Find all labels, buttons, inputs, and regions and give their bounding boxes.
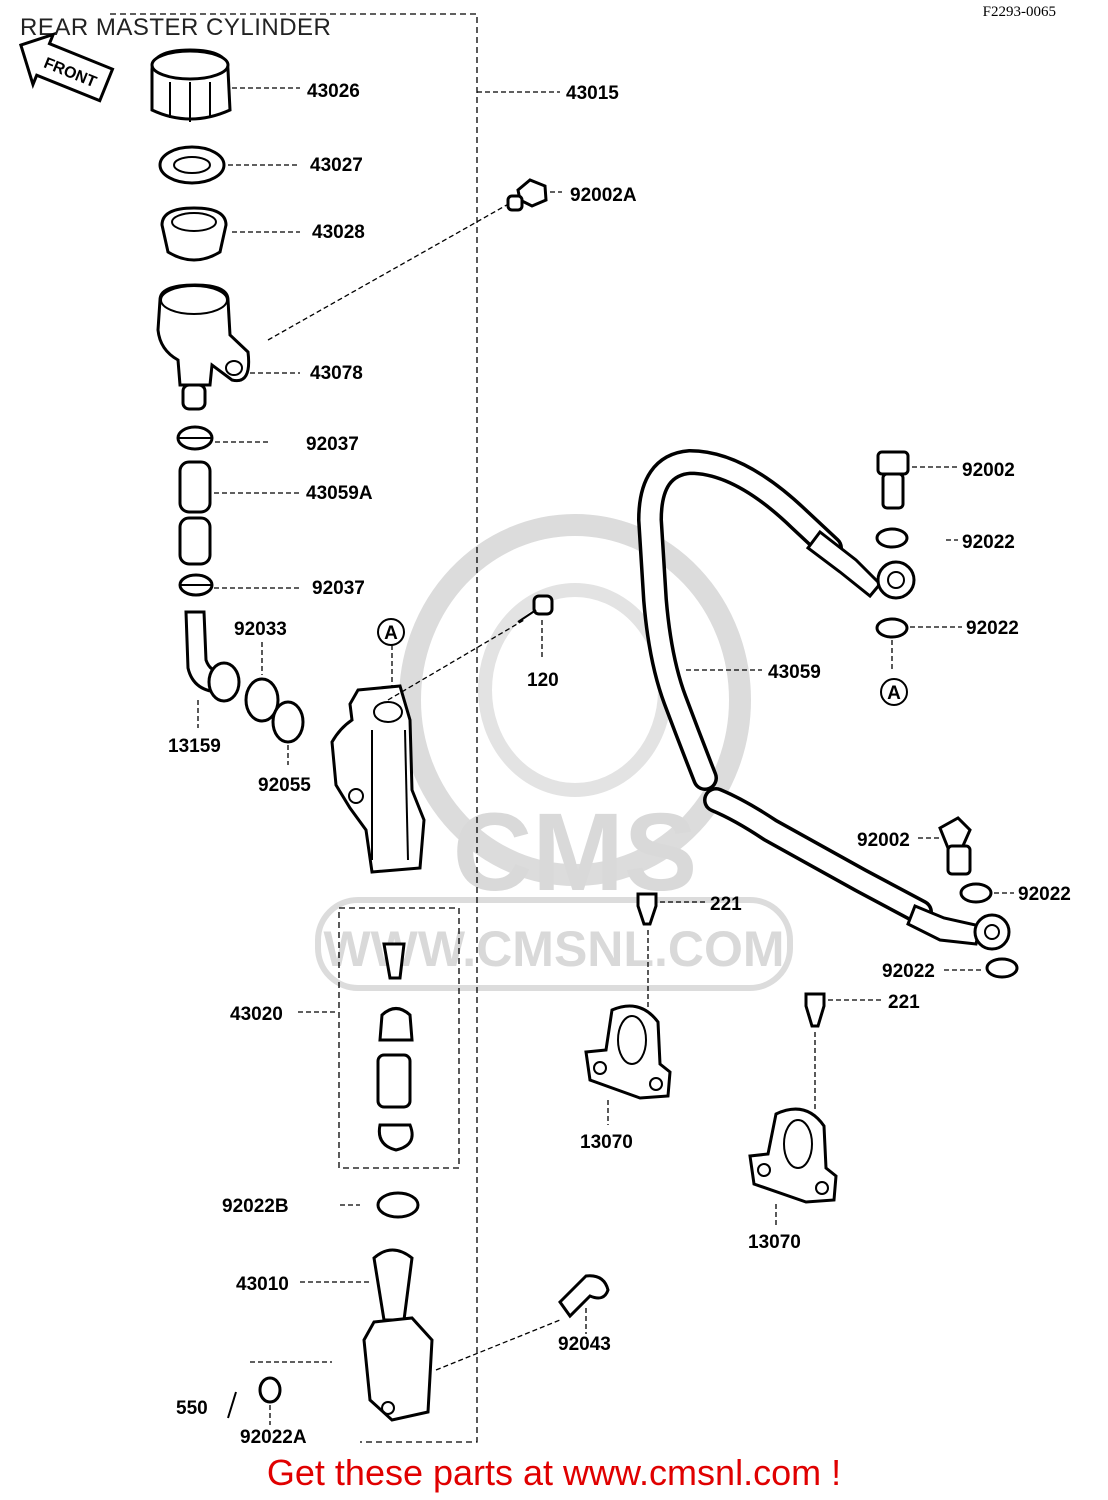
reservoir-43078 [156,283,251,411]
piston-kit-parts [376,942,414,1152]
washer-92022-mid [959,882,993,904]
clevis-pin-92043 [558,1274,610,1319]
cotter-pin-550 [227,1391,237,1419]
o-ring-92055 [271,700,305,744]
reservoir-cap-43026 [150,48,232,122]
callout-13070-right: 13070 [748,1232,801,1253]
bolt-120 [517,594,554,623]
clamp-92037-upper [176,425,214,451]
callout-92002-upper: 92002 [962,460,1015,481]
washer-92022-upper [875,527,909,549]
page-title: REAR MASTER CYLINDER [20,14,332,41]
watermark-logo: CMS [453,791,697,914]
clamp-92037-lower [178,573,214,597]
callout-a-left: A [384,623,398,644]
push-rod-43010 [362,1248,434,1422]
reference-mark-a-left [377,618,405,646]
diaphragm-plate-43027 [158,145,226,185]
banjo-bolt-92002-upper [876,450,910,510]
callout-43027: 43027 [310,155,363,176]
piston-kit-box-43020 [338,907,460,1169]
callout-43026: 43026 [307,81,360,102]
callout-43059: 43059 [768,662,821,683]
callout-221-upper: 221 [710,894,742,915]
hose-bracket-13070-left [584,1004,672,1100]
callout-92055: 92055 [258,775,311,796]
callout-92022-mid: 92022 [1018,884,1071,905]
callout-92022-upper: 92022 [962,532,1015,553]
callout-43020: 43020 [230,1004,283,1025]
callout-92002A: 92002A [570,185,637,206]
reference-code: F2293-0065 [982,4,1056,20]
callout-92037-lower: 92037 [312,578,365,599]
banjo-bolt-92002-lower [938,816,972,876]
front-arrow: FRONT [18,31,115,103]
hose-bracket-13070-right [748,1107,838,1204]
reference-mark-a-right [880,678,908,706]
washer-92022A [258,1376,282,1404]
callout-43078: 43078 [310,363,363,384]
bolt-221-upper [636,892,658,926]
washer-92022-bottom [985,957,1019,979]
circlip-92033 [244,677,280,723]
callout-labels: 43026 43015 43027 92002A 43028 43078 920… [168,81,1071,1448]
callout-92022A: 92022A [240,1427,307,1448]
assembly-bracket-43015 [110,13,478,1443]
diaphragm-43028 [160,206,228,262]
callout-43010: 43010 [236,1274,289,1295]
callout-92002-lower: 92002 [857,830,910,851]
callout-92037-upper: 92037 [306,434,359,455]
callout-43015: 43015 [566,83,619,104]
circlip-92022B [376,1191,420,1219]
callout-92043: 92043 [558,1334,611,1355]
master-cylinder-body [330,684,426,874]
washer-92022-lower [875,617,909,639]
callout-43059A: 43059A [306,483,373,504]
callout-a-right: A [887,683,901,704]
callout-92022-bottom: 92022 [882,961,935,982]
promo-link[interactable]: Get these parts at www.cmsnl.com ! [266,1452,842,1493]
callout-13070-left: 13070 [580,1132,633,1153]
callout-13159: 13159 [168,736,221,757]
bolt-221-lower [804,992,826,1028]
callout-92022-lower: 92022 [966,618,1019,639]
callout-120: 120 [527,670,559,691]
callout-92033: 92033 [234,619,287,640]
callout-550: 550 [176,1398,208,1419]
brake-hose-43059 [636,448,1011,951]
elbow-fitting-13159 [184,610,241,703]
callout-221-lower: 221 [888,992,920,1013]
reservoir-hose-43059A [178,460,212,566]
callout-92022B: 92022B [222,1196,289,1217]
bolt-92002A [506,178,548,212]
callout-43028: 43028 [312,222,365,243]
